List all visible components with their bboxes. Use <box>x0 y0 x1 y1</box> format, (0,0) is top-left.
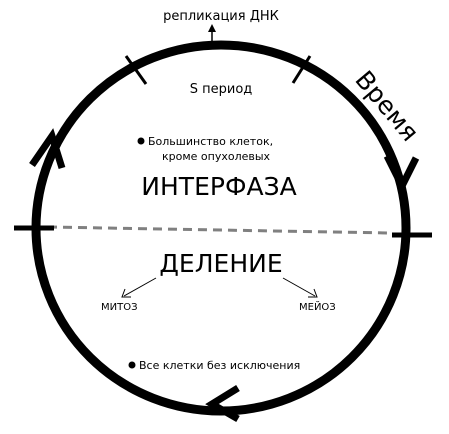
replication-arrow-icon <box>208 24 216 32</box>
meiosis-arrow-line <box>282 277 316 297</box>
cycle-arrow-right-icon <box>383 154 420 194</box>
interphase-note-line1: Большинство клеток, <box>148 135 273 148</box>
mitosis-label: МИТОЗ <box>101 302 138 313</box>
division-note: Все клетки без исключения <box>139 359 300 372</box>
cycle-arrow-bottom-icon <box>205 385 240 423</box>
mitosis-arrow-line <box>123 277 157 297</box>
mitosis-arrow-icon <box>121 288 131 298</box>
cycle-arrow-left-icon <box>29 128 66 170</box>
replication-label: репликация ДНК <box>163 9 279 24</box>
division-label: ДЕЛЕНИЕ <box>159 249 282 278</box>
cell-cycle-circle <box>31 40 411 416</box>
tick-mark-s-start <box>124 55 148 85</box>
bullet-icon <box>137 137 145 145</box>
meiosis-label: МЕЙОЗ <box>299 300 336 313</box>
interphase-label: ИНТЕРФАЗА <box>141 172 296 201</box>
tick-mark-s-end <box>291 55 312 84</box>
bullet-icon <box>128 361 136 369</box>
s-period-label: S период <box>190 82 253 97</box>
meiosis-arrow-icon <box>308 288 318 298</box>
interphase-note-line2: кроме опухолевых <box>162 150 271 163</box>
phase-divider-line <box>47 225 391 235</box>
